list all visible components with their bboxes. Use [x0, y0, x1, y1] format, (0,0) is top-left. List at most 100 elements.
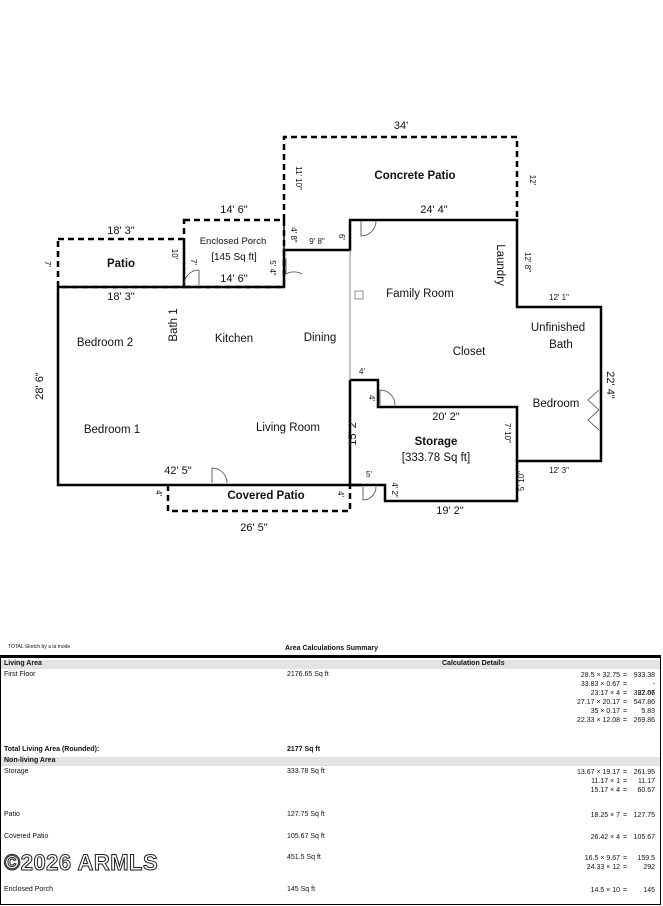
room-dining: Dining — [304, 332, 337, 344]
enclosed-porch-area: 145 Sq ft — [287, 886, 316, 893]
dim-storage-top: 20' 2" — [432, 411, 460, 423]
room-bedroom2: Bedroom 2 — [77, 337, 133, 349]
dim-step-right: 6' — [337, 234, 346, 240]
calc-line: 28.5 × 32.75=933.38 — [580, 672, 655, 679]
room-laundry: Laundry — [494, 244, 506, 286]
total-living-label: Total Living Area (Rounded): — [4, 746, 100, 753]
dim-family-top: 24' 4" — [420, 204, 448, 216]
patio-calcs: 18.25 × 7=127.75 — [520, 811, 655, 820]
calc-line: 16.5 × 9.67=159.5 — [584, 855, 655, 862]
storage-label: Storage — [4, 768, 29, 775]
covered-patio-area: 105.67 Sq ft — [287, 833, 325, 840]
dim-step2-side: 4' 2" — [390, 482, 399, 498]
dim-bed-bottom: 12' 3" — [549, 466, 569, 475]
dim-covered-right: 4' — [336, 491, 345, 497]
room-living-room: Living Room — [256, 422, 320, 434]
room-family-room: Family Room — [386, 288, 454, 300]
room-bath1: Bath 1 — [168, 308, 180, 341]
dim-notch-side: 4' — [367, 395, 376, 401]
dim-covered-left: 4' — [154, 490, 163, 496]
room-concrete-patio: Concrete Patio — [374, 170, 455, 182]
enclosed-porch-calcs: 14.5 × 10=145 — [520, 886, 655, 895]
room-storage: Storage — [415, 436, 458, 448]
room-patio: Patio — [107, 258, 135, 270]
covered-patio-outline — [166, 485, 352, 513]
dim-storage-right: 7' 10" — [503, 423, 512, 443]
calc-details-header: Calculation Details — [442, 660, 505, 667]
first-floor-label: First Floor — [4, 671, 36, 678]
calc-line: 11.17 × 1=11.17 — [591, 778, 655, 785]
calc-line: 35 × 0.17=5.83 — [590, 708, 655, 715]
door-swing-icon — [379, 389, 396, 406]
summary-frame — [0, 655, 661, 905]
calc-line: 33.83 × 0.67=- 327.06 — [580, 681, 655, 697]
room-closet: Closet — [453, 346, 486, 358]
room-unfinished-bath-1: Unfinished — [531, 322, 585, 334]
dim-concrete-right: 12' — [528, 175, 537, 186]
storage-walls — [350, 378, 519, 461]
room-enclosed-porch: Enclosed Porch — [200, 236, 267, 247]
calc-line: 13.67 × 19.17=261.95 — [576, 769, 655, 776]
door-swing-icon — [211, 467, 228, 484]
dim-storage-bottom: 19' 2" — [436, 505, 464, 517]
dim-patio-bottom: 18' 3" — [107, 291, 135, 303]
concrete-patio-area: 451.5 Sq ft — [287, 854, 321, 861]
living-area-band: Living Area Calculation Details — [1, 660, 660, 669]
calc-line: 23.17 × 4=92.67 — [590, 690, 655, 697]
non-living-header: Non-living Area — [4, 757, 56, 764]
room-unfinished-bath-2: Bath — [549, 339, 573, 351]
copyright-watermark: ©2026 ARMLS — [3, 850, 159, 876]
dim-step-top: 9' 8" — [309, 237, 325, 246]
first-floor-calcs: 28.5 × 32.75=933.38 33.83 × 0.67=- 327.0… — [520, 671, 655, 725]
room-storage-area: [333.78 Sq ft] — [402, 452, 470, 464]
calc-line: 27.17 × 20.17=547.86 — [576, 699, 655, 706]
non-living-band: Non-living Area — [1, 757, 660, 766]
dim-step2-top: 5' — [366, 470, 372, 479]
covered-patio-label: Covered Patio — [4, 833, 49, 840]
calc-line: 24.33 × 12=292 — [586, 864, 655, 871]
dim-concrete-left: 11' 10" — [294, 166, 303, 190]
dim-enclosed-top: 14' 6" — [220, 204, 248, 216]
appliance-icon — [354, 290, 364, 300]
room-kitchen: Kitchen — [215, 333, 253, 345]
calc-line: 22.33 × 12.08=269.86 — [576, 717, 655, 724]
dim-patio-left: 7' — [43, 261, 52, 267]
dim-step-left: 4' 8" — [289, 227, 298, 243]
dim-notch-top: 4' — [359, 367, 365, 376]
patio-label: Patio — [4, 811, 20, 818]
dim-concrete-top: 34' — [394, 120, 408, 132]
dim-patio-top: 18' 3" — [107, 225, 135, 237]
calc-line: 15.17 × 4=60.67 — [590, 787, 655, 794]
storage-calcs: 13.67 × 19.17=261.95 11.17 × 1=11.17 15.… — [520, 768, 655, 795]
storage-area: 333.78 Sq ft — [287, 768, 325, 775]
sketch-credit: TOTAL Sketch by a la mode — [8, 644, 71, 650]
calc-line: 18.25 × 7=127.75 — [590, 812, 655, 819]
dim-enclosed-left: 10' — [170, 249, 179, 260]
room-bedroom-right: Bedroom — [533, 398, 580, 410]
door-swing-icon — [183, 269, 200, 286]
dim-storage-step-right: 5' 10" — [517, 471, 526, 491]
enclosed-porch-label: Enclosed Porch — [4, 886, 54, 893]
dim-right-side: 22' 4" — [604, 371, 616, 399]
dim-living-bottom: 42' 5" — [164, 465, 192, 477]
door-swing-icon — [362, 486, 377, 501]
first-floor-area: 2176.65 Sq ft — [287, 671, 329, 678]
dim-covered-bottom: 26' 5" — [240, 522, 268, 534]
storage-left-wall — [348, 380, 362, 487]
dim-enclosed-right: 5' 4" — [268, 260, 277, 276]
dim-unf-top: 12' 1" — [549, 293, 569, 302]
calc-line: 14.5 × 10=145 — [590, 887, 655, 894]
dim-enclosed-bottom: 14' 6" — [220, 273, 248, 285]
calc-line: 26.42 × 4=105.67 — [590, 834, 655, 841]
dim-storage-left: 15' 2" — [347, 418, 359, 446]
room-covered-patio: Covered Patio — [227, 490, 304, 502]
door-swing-icon — [587, 389, 600, 431]
dim-laundry-right: 12' 8" — [523, 252, 532, 272]
floor-plan: 34' 11' 10" 12' 18' 3" 7' 18' 3" 14' 6" … — [34, 120, 616, 534]
door-swing-icon — [360, 220, 377, 237]
door-swing-icon — [285, 258, 303, 275]
living-area-header: Living Area — [4, 660, 42, 667]
concrete-patio-outline — [282, 135, 519, 220]
summary-title: Area Calculations Summary — [285, 645, 378, 652]
room-enclosed-porch-area: [145 Sq ft] — [211, 252, 257, 263]
